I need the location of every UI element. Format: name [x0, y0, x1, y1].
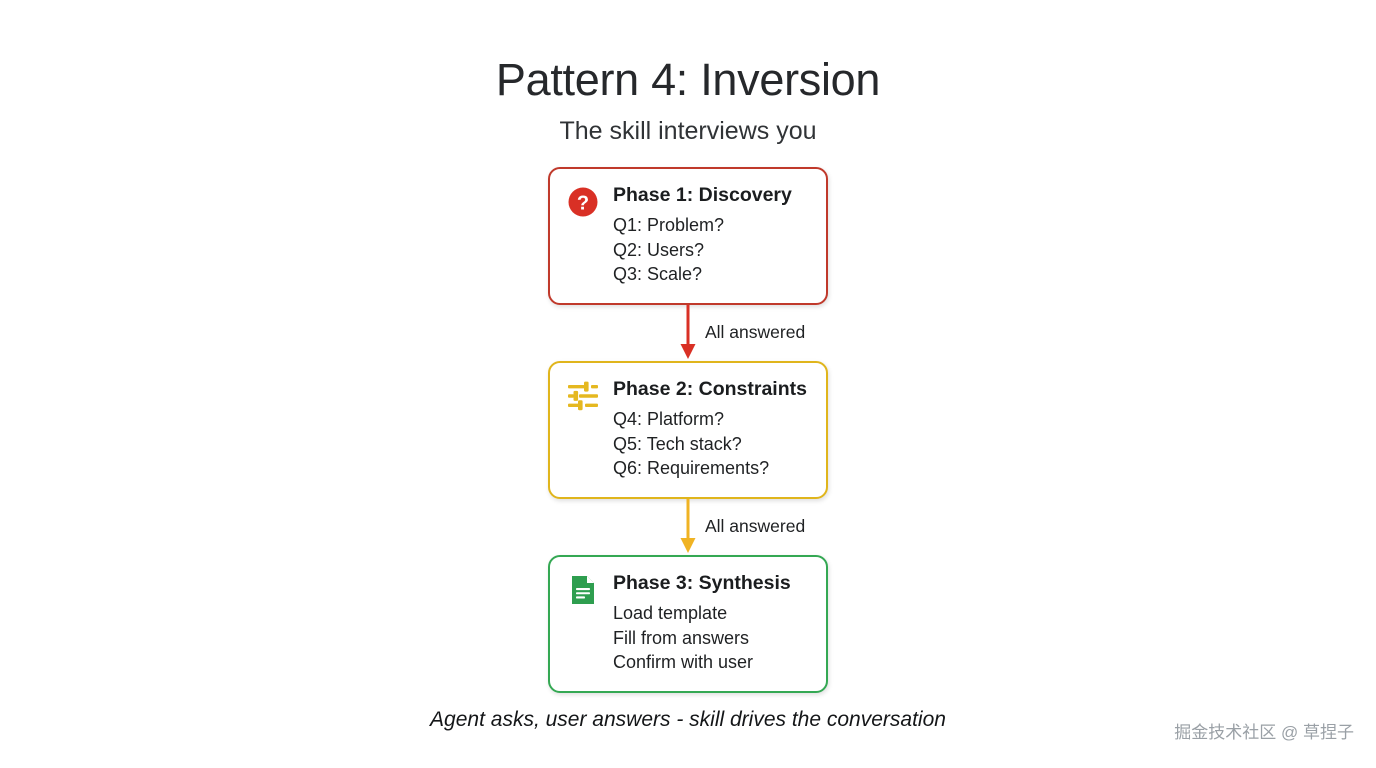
phase-line: Q5: Tech stack?	[613, 433, 742, 454]
phase-card-body: Phase 1: Discovery Q1: Problem? Q2: User…	[613, 183, 810, 287]
footer-caption: Agent asks, user answers - skill drives …	[430, 708, 946, 731]
connector-label: All answered	[705, 321, 806, 342]
phase-line: Load template	[613, 602, 728, 623]
phase-flow-diagram: ? Phase 1: Discovery Q1: Problem? Q2: Us…	[548, 167, 828, 693]
phase-card-constraints[interactable]: Phase 2: Constraints Q4: Platform? Q5: T…	[548, 360, 828, 499]
phase-card-body: Phase 2: Constraints Q4: Platform? Q5: T…	[613, 377, 810, 481]
arrow-down-icon	[680, 498, 696, 553]
phase-heading: Phase 1: Discovery	[613, 184, 792, 206]
page-subtitle: The skill interviews you	[559, 117, 817, 145]
document-icon	[566, 573, 600, 607]
svg-text:?: ?	[577, 193, 589, 215]
tune-sliders-icon	[566, 379, 600, 413]
phase-line: Q4: Platform?	[613, 408, 725, 429]
phase-line: Q2: Users?	[613, 239, 705, 260]
flow-connector-2: All answered	[548, 498, 828, 555]
arrow-down-icon	[680, 304, 696, 359]
phase-card-body: Phase 3: Synthesis Load template Fill fr…	[613, 571, 810, 675]
phase-card-discovery[interactable]: ? Phase 1: Discovery Q1: Problem? Q2: Us…	[548, 167, 828, 305]
phase-line: Fill from answers	[613, 627, 750, 648]
phase-line: Q6: Requirements?	[613, 458, 770, 479]
page-title: Pattern 4: Inversion	[495, 54, 881, 105]
phase-line: Q1: Problem?	[613, 215, 725, 235]
flow-connector-1: All answered	[548, 304, 828, 361]
connector-label: All answered	[705, 515, 806, 536]
phase-line: Confirm with user	[613, 652, 754, 673]
phase-line: Q3: Scale?	[613, 264, 703, 285]
question-mark-circle-icon: ?	[566, 185, 600, 219]
phase-card-synthesis[interactable]: Phase 3: Synthesis Load template Fill fr…	[548, 554, 828, 693]
phase-heading: Phase 3: Synthesis	[613, 571, 791, 594]
phase-heading: Phase 2: Constraints	[613, 377, 807, 400]
watermark: 掘金技术社区 @ 草捏子	[1174, 723, 1354, 742]
